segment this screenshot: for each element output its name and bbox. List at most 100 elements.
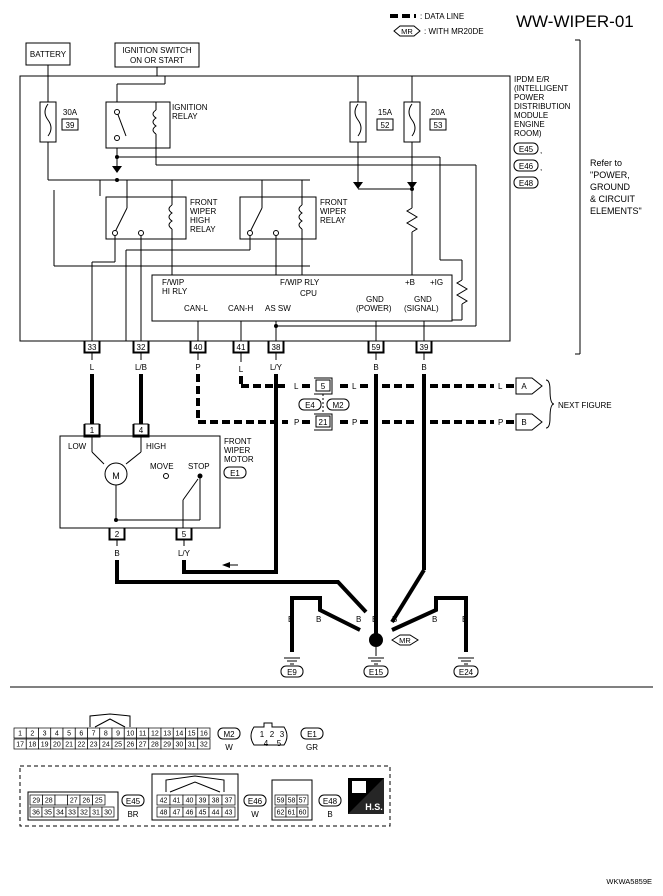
ground-e24: E24 [459, 668, 474, 677]
ipdm-label-line: POWER [514, 93, 544, 102]
high-relay-label: RELAY [190, 225, 216, 234]
connector-pin-cell [296, 794, 309, 806]
cpu-label: CPU [300, 289, 317, 298]
connector-pin-number: 17 [16, 742, 24, 749]
high-relay-label: WIPER [190, 207, 216, 216]
ground-wire-color: B [432, 615, 437, 624]
junction-connector: L 5 L L A E4 M2 P 21 P P B NEXT FIGURE [294, 377, 612, 431]
connector-e45-name: E45 [126, 797, 141, 806]
cpu-fwip-hi: F/WIP [162, 278, 184, 287]
connector-pin-number: 7 [92, 731, 96, 738]
cpu-fwip-rly: F/WIP RLY [280, 278, 320, 287]
connector-pin-number: 1 [18, 731, 22, 738]
cpu-as-sw: AS SW [265, 304, 291, 313]
connector-pin-number: 13 [163, 731, 171, 738]
connector-pin-number: 39 [199, 798, 207, 805]
connector-e48-color: B [327, 810, 332, 819]
arrow-b-icon [515, 413, 543, 431]
high-relay-label: HIGH [190, 216, 210, 225]
motor-low: LOW [68, 442, 87, 451]
svg-text:,: , [540, 163, 542, 172]
front-wiper-high-relay: FRONT WIPER HIGH RELAY [105, 196, 218, 240]
ipdm-box [19, 75, 511, 342]
connector-pin-number: 48 [160, 810, 168, 817]
front-wiper-motor: 1 4 LOW HIGH M MOVE STOP 2 5 FRONT WIPER… [59, 423, 254, 541]
arrow-b-label: B [521, 418, 526, 427]
connector-pin-number: 33 [68, 810, 76, 817]
svg-text:,: , [540, 146, 542, 155]
fuse-20a-amp: 20A [431, 108, 446, 117]
connector-pin-number: 4 [55, 731, 59, 738]
connector-pin-number: 58 [288, 798, 296, 805]
connector-pin-number: 27 [139, 742, 147, 749]
ipdm-label-line: DISTRIBUTION [514, 102, 571, 111]
cpu-gnd-power: (POWER) [356, 304, 392, 313]
connector-pin-number: 31 [188, 742, 196, 749]
hs-label: H.S. [365, 802, 383, 812]
motor-pin: 2 [115, 530, 120, 539]
connector-m2-name: M2 [223, 730, 235, 739]
connector-e1-name: E1 [307, 730, 317, 739]
motor-move: MOVE [150, 462, 174, 471]
connector-pin-number: 26 [126, 742, 134, 749]
footer-code: WKWA5859E [606, 877, 652, 886]
ipdm-label-line: ENGINE [514, 120, 545, 129]
fuse-15a-amp: 15A [378, 108, 393, 117]
connector-pin-number: 8 [104, 731, 108, 738]
e1-pin: 2 [270, 730, 275, 739]
connector-pin-number: 29 [32, 798, 40, 805]
connector-pin-number: 43 [225, 810, 233, 817]
resistor-icon [456, 279, 468, 305]
cpu-block: F/WIP HI RLY F/WIP RLY CPU +B +IG CAN-L … [151, 274, 453, 322]
connector-pin-number: 9 [116, 731, 120, 738]
legend-mr-tag: MR [401, 27, 413, 36]
connector-pin-number: 45 [199, 810, 207, 817]
connector-pin-number: 41 [173, 798, 181, 805]
connector-pin-number: 25 [95, 798, 103, 805]
next-figure-label: NEXT FIGURE [558, 401, 612, 410]
ignition-relay: IGNITION RELAY [105, 101, 208, 149]
terminal-number: 41 [237, 343, 246, 352]
cpu-gnd-power: GND [366, 295, 384, 304]
connector-pin-number: 23 [90, 742, 98, 749]
connector-pin-cell [197, 738, 211, 750]
refer-line: Refer to [590, 158, 622, 168]
ground-e9: E9 [287, 668, 297, 677]
connector-pin-number: 62 [277, 810, 285, 817]
terminal-number: 33 [88, 343, 97, 352]
connector-pin-number: 19 [41, 742, 49, 749]
ground-section: MR B B B B B B B E9 E15 E24 [280, 596, 479, 678]
connector-m2-color: W [225, 743, 233, 752]
ipdm-connector-group [19, 765, 391, 827]
connector-pin-number: 18 [28, 742, 36, 749]
hs-badge: H.S. [348, 778, 384, 814]
mr-ground-label: MR [399, 636, 411, 645]
connector-tag-e45 [513, 142, 539, 155]
junction-m2: M2 [332, 401, 344, 410]
ignition-switch-box [114, 42, 200, 68]
terminal-number: 59 [372, 343, 381, 352]
connector-e1-view: 1 2 3 4 5 E1 GR [250, 722, 324, 752]
connector-pin-number: 61 [288, 810, 296, 817]
refer-line: ELEMENTS" [590, 206, 642, 216]
connector-e48-name: E48 [323, 797, 338, 806]
terminal-39: 39 [415, 340, 433, 354]
connector-pin-number: 27 [70, 798, 78, 805]
connector-pin-number: 42 [160, 798, 168, 805]
wire-color-label: L/Y [270, 363, 283, 372]
connector-pin-number: 60 [299, 810, 307, 817]
motor-pin: 1 [90, 426, 95, 435]
ground-wire-color: B [288, 615, 293, 624]
direction-arrow-icon [222, 562, 230, 568]
ignition-switch-line2: ON OR START [130, 56, 184, 65]
connector-pin-number: 30 [104, 810, 112, 817]
wiper-relay-label: WIPER [320, 207, 346, 216]
connector-e46-color: W [251, 810, 259, 819]
connector-pin-cell [221, 794, 236, 806]
wire-color-label: L/B [135, 363, 147, 372]
terminal-32: 32 [132, 340, 150, 354]
mr-ground-tag [391, 634, 419, 646]
